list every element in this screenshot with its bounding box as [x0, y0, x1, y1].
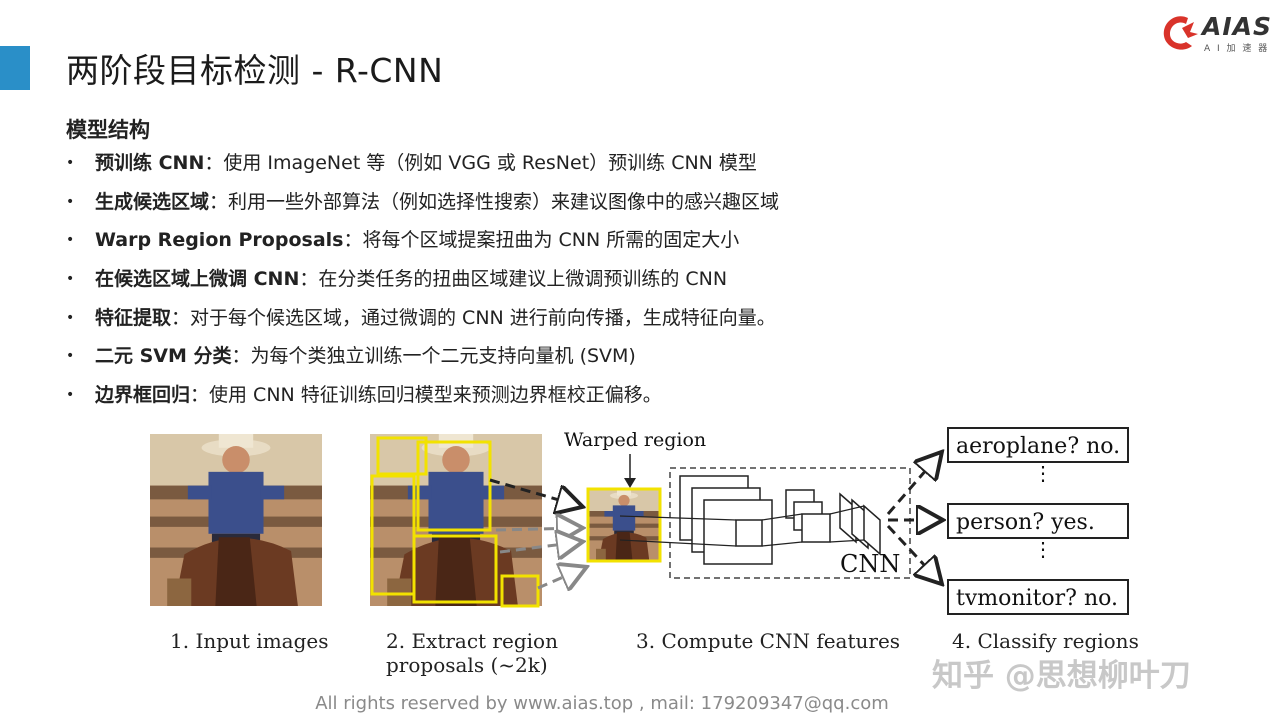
- logo-brand: AIAS: [1202, 12, 1273, 41]
- bullet-text: ：为每个类独立训练一个二元支持向量机 (SVM): [231, 345, 636, 368]
- cnn-connections: [619, 505, 865, 547]
- output-arrow: [886, 524, 940, 582]
- logo-subtitle: A I 加 速 器: [1204, 44, 1270, 54]
- bullet-label: 二元 SVM 分类: [95, 345, 232, 368]
- cnn-dashed-frame: [669, 467, 911, 579]
- caption-step3: 3. Compute CNN features: [636, 629, 900, 653]
- bullet-label: 在候选区域上微调 CNN: [95, 268, 300, 291]
- caption-step2-line1: 2. Extract region: [386, 629, 558, 653]
- bullet-text: ：将每个区域提案扭曲为 CNN 所需的固定大小: [343, 229, 740, 252]
- caption-step2-line2: proposals (~2k): [386, 653, 548, 677]
- proposal-box: [500, 574, 540, 608]
- bullet-text: ：利用一些外部算法（例如选择性搜索）来建议图像中的感兴趣区域: [209, 190, 780, 213]
- warped-pointer-head: [624, 478, 636, 488]
- zhihu-watermark: 知乎 @思想柳叶刀: [932, 658, 1191, 694]
- slide-title: 两阶段目标检测 - R-CNN: [66, 51, 444, 90]
- region-proposals-image: [370, 434, 542, 608]
- bullet-dot: •: [66, 155, 75, 171]
- bullet-dot: •: [66, 387, 75, 404]
- output-ellipsis: ⋮: [1033, 461, 1053, 485]
- output-box: [947, 503, 1129, 539]
- output-person: person? yes.: [956, 510, 1095, 535]
- cnn-label: CNN: [840, 550, 900, 578]
- bullet-dot: •: [66, 271, 75, 288]
- bullet-label: Warp Region Proposals: [95, 229, 344, 252]
- bullet-dot: •: [66, 193, 75, 210]
- output-box: [947, 579, 1129, 615]
- aias-logo: AIAS A I 加 速 器: [1158, 10, 1273, 56]
- output-tvmonitor: tvmonitor? no.: [956, 586, 1118, 611]
- section-heading: 模型结构: [66, 118, 150, 142]
- proposal-box: [416, 440, 492, 532]
- bullet-dot: •: [66, 232, 75, 249]
- bullet-text: ：在分类任务的扭曲区域建议上微调预训练的 CNN: [299, 268, 728, 291]
- bullet-text: ：使用 ImageNet 等（例如 VGG 或 ResNet）预训练 CNN 模…: [204, 152, 757, 174]
- bullet-dot: •: [66, 309, 75, 326]
- title-accent-bar: [0, 46, 30, 90]
- bullet-label: 特征提取: [95, 306, 172, 329]
- caption-step1: 1. Input images: [170, 629, 329, 653]
- cnn-layers: [679, 475, 881, 565]
- bullet-dot: •: [66, 348, 75, 365]
- proposal-box: [412, 534, 498, 604]
- output-aeroplane: aeroplane? no.: [956, 434, 1120, 459]
- proposal-box: [376, 436, 428, 476]
- proposal-arrow: [537, 568, 584, 588]
- output-box: [947, 427, 1129, 463]
- bullet-text: ：对于每个候选区域，通过微调的 CNN 进行前向传播，生成特征向量。: [171, 306, 776, 329]
- warped-region-image: [586, 487, 662, 563]
- input-image: [150, 434, 322, 606]
- bullet-text: ：使用 CNN 特征训练回归模型来预测边界框校正偏移。: [190, 384, 662, 407]
- caption-step4: 4. Classify regions: [952, 629, 1139, 653]
- footer-copyright: All rights reserved by www.aias.top , ma…: [315, 693, 889, 714]
- output-arrow: [886, 454, 940, 515]
- bullet-label: 边界框回归: [95, 384, 191, 407]
- logo-dragon-icon: [1163, 16, 1198, 50]
- rcnn-pipeline-diagram: Warped region CNN aeroplane? no. ⋮ p: [150, 427, 1139, 677]
- proposal-arrow: [499, 542, 580, 552]
- output-ellipsis: ⋮: [1033, 537, 1053, 561]
- warped-region-label: Warped region: [564, 429, 706, 451]
- bullet-label: 预训练 CNN: [95, 152, 205, 174]
- bullet-label: 生成候选区域: [95, 190, 210, 213]
